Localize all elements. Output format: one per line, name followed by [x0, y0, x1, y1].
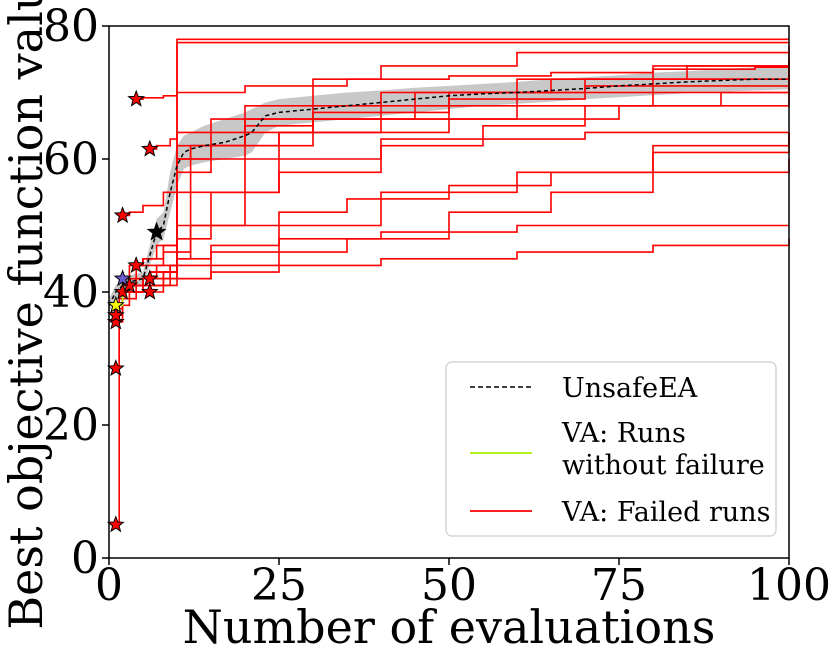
- y-tick-label-80: 80: [43, 1, 99, 52]
- y-tick-label-60: 60: [43, 134, 99, 185]
- x-axis-title: Number of evaluations: [183, 600, 716, 654]
- va-failed-run-line-6: [122, 85, 790, 280]
- x-tick-label-100: 100: [747, 560, 831, 611]
- y-tick-label-0: 0: [71, 533, 99, 584]
- x-tick-label-75: 75: [591, 560, 647, 611]
- legend-label-va-ok-line2: without failure: [562, 450, 765, 481]
- va-failed-star-0: [106, 515, 125, 533]
- va-failed-star-3: [106, 305, 125, 323]
- va-failed-run-line-17: [122, 131, 789, 293]
- legend: UnsafeEA VA: Runs without failure VA: Fa…: [445, 361, 777, 537]
- va-failed-star-4: [113, 206, 132, 224]
- va-failed-star-2: [106, 312, 125, 330]
- legend-label-unsafeea: UnsafeEA: [562, 373, 698, 404]
- va-failed-run-line-7: [136, 65, 790, 100]
- x-tick-label-50: 50: [421, 560, 477, 611]
- va-failed-star-1: [106, 359, 125, 377]
- va-failed-star-8: [127, 89, 146, 107]
- va-failed-star-10: [140, 282, 159, 300]
- va-failed-star-7: [127, 256, 146, 274]
- x-tick-label-25: 25: [251, 560, 307, 611]
- unsafeea-mean-line: [108, 78, 789, 306]
- va-failed-star-9: [140, 139, 159, 157]
- legend-box: [445, 361, 777, 537]
- va-failed-run-line-10: [149, 159, 790, 293]
- va-failed-run-line-12: [129, 224, 789, 287]
- y-tick-label-20: 20: [43, 400, 99, 451]
- y-axis-ticks: 0 20 40 60 80: [43, 1, 109, 584]
- y-axis-title: Best objective function value: [0, 0, 53, 630]
- legend-label-va-ok-line1: VA: Runs: [561, 418, 686, 449]
- va-failed-star-11: [140, 269, 159, 287]
- va-failed-run-line-4: [115, 79, 790, 310]
- plot-area: [106, 38, 790, 533]
- y-tick-label-40: 40: [43, 267, 99, 318]
- va-failed-run-line-13: [129, 238, 790, 293]
- x-axis-ticks: 0 25 50 75 100: [95, 558, 831, 611]
- unsafeea-star: [146, 221, 167, 241]
- va-blue-star: [113, 269, 132, 287]
- x-tick-label-0: 0: [95, 560, 123, 611]
- va-ok-star: [106, 295, 125, 313]
- unsafeea-confidence-band: [109, 65, 789, 312]
- legend-label-va-failed: VA: Failed runs: [561, 497, 771, 528]
